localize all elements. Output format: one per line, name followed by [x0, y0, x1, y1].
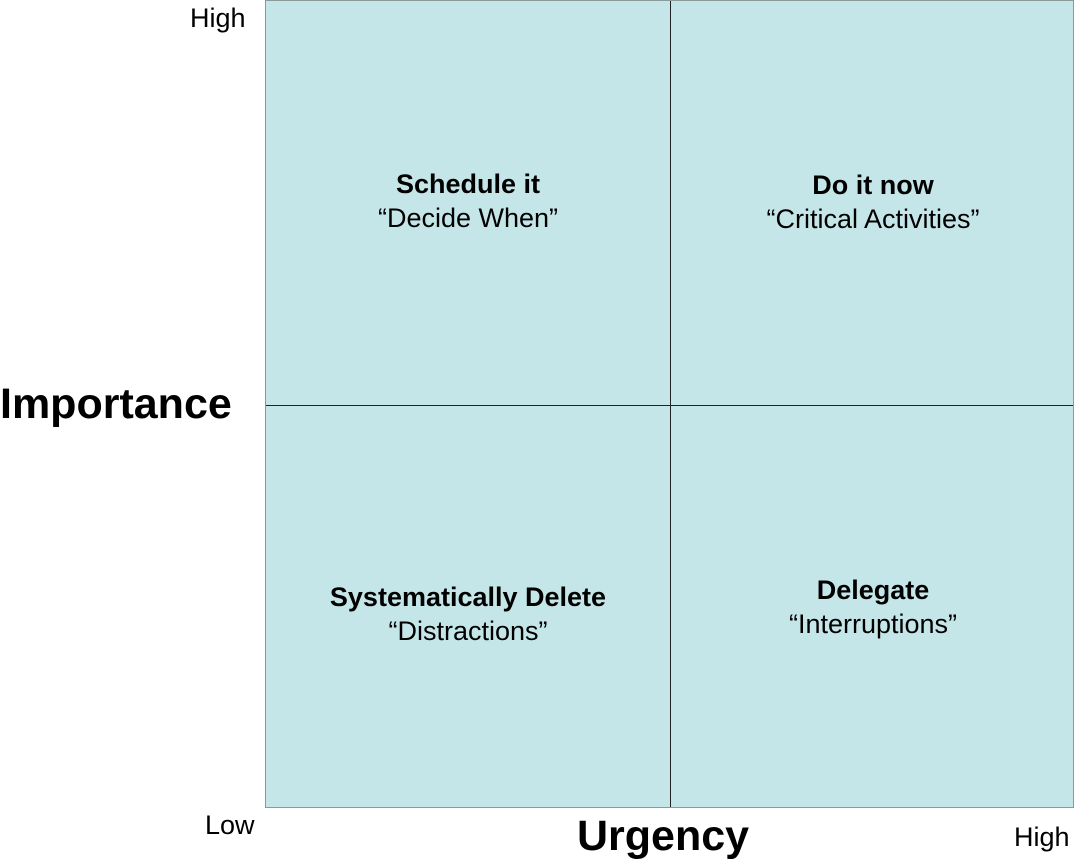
quadrant-delegate: Delegate “Interruptions” [671, 573, 1075, 641]
quadrant-subtitle: “Interruptions” [788, 609, 958, 639]
quadrant-title: Schedule it [395, 169, 541, 199]
quadrant-subtitle: “Decide When” [377, 203, 559, 233]
x-axis-low-label: Low [205, 810, 255, 840]
x-axis-title: Urgency [577, 812, 750, 860]
quadrant-title: Systematically Delete [329, 582, 607, 612]
quadrant-subtitle: “Critical Activities” [766, 204, 980, 234]
quadrant-systematically-delete: Systematically Delete “Distractions” [266, 580, 670, 648]
quadrant-schedule-it: Schedule it “Decide When” [266, 167, 670, 235]
y-axis-high-label: High [190, 3, 246, 33]
quadrant-title: Delegate [816, 575, 930, 605]
quadrant-subtitle: “Distractions” [388, 616, 548, 646]
horizontal-divider [266, 405, 1073, 406]
vertical-divider [670, 1, 671, 807]
quadrant-title: Do it now [812, 170, 934, 200]
y-axis-title: Importance [0, 380, 232, 428]
quadrant-do-it-now: Do it now “Critical Activities” [671, 168, 1075, 236]
matrix-grid: Schedule it “Decide When” Do it now “Cri… [265, 0, 1074, 808]
x-axis-high-label: High [1014, 822, 1070, 852]
